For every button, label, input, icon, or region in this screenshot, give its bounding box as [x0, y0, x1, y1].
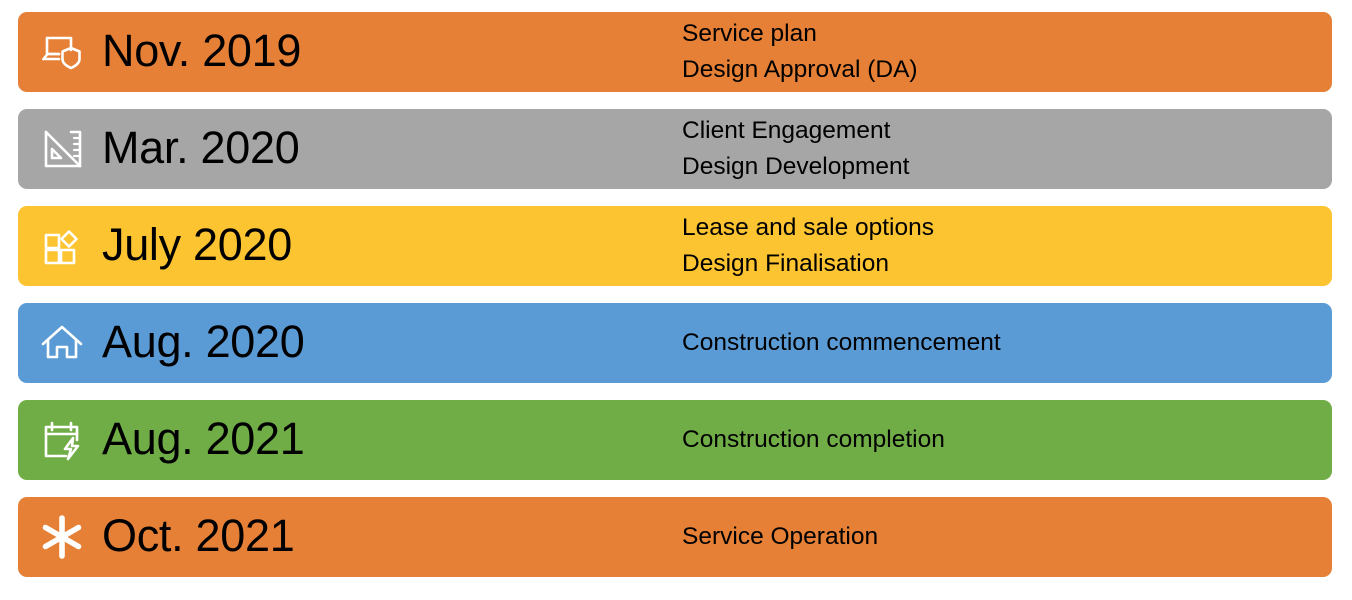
timeline-date: Oct. 2021: [102, 510, 295, 561]
timeline-description: Lease and sale options Design Finalisati…: [682, 210, 1332, 282]
tiles-grid-icon: [18, 225, 102, 267]
timeline-row[interactable]: Mar. 2020 Client Engagement Design Devel…: [18, 109, 1332, 189]
timeline-description: Construction commencement: [682, 325, 1332, 361]
calendar-bolt-icon: [18, 418, 102, 462]
timeline-description-line: Service plan: [682, 20, 817, 48]
timeline-description-line: Design Approval (DA): [682, 56, 918, 83]
timeline-description: Service plan Design Approval (DA): [682, 16, 1332, 88]
timeline-description-line: Service Operation: [682, 523, 879, 551]
timeline-description-line: Design Development: [682, 153, 910, 180]
timeline-description-line: Client Engagement: [682, 117, 891, 145]
timeline-description-line: Construction completion: [682, 426, 945, 454]
timeline-description: Construction completion: [682, 422, 1332, 458]
timeline-row[interactable]: Oct. 2021 Service Operation: [18, 497, 1332, 577]
timeline-description-line: Design Finalisation: [682, 250, 889, 277]
ruler-set-square-icon: [18, 128, 102, 170]
timeline-row[interactable]: Nov. 2019 Service plan Design Approval (…: [18, 12, 1332, 92]
timeline-date: Aug. 2021: [102, 413, 305, 464]
timeline-date: July 2020: [102, 219, 292, 270]
timeline-date: Mar. 2020: [102, 122, 300, 173]
timeline-row[interactable]: Aug. 2021 Construction completion: [18, 400, 1332, 480]
house-icon: [18, 323, 102, 363]
laptop-shield-icon: [18, 32, 102, 72]
timeline-description-line: Construction commencement: [682, 329, 1001, 357]
timeline-description: Client Engagement Design Development: [682, 113, 1332, 185]
timeline-description-line: Lease and sale options: [682, 214, 934, 242]
asterisk-star-icon: [18, 515, 102, 559]
timeline-date: Nov. 2019: [102, 25, 302, 76]
timeline-date: Aug. 2020: [102, 316, 305, 367]
timeline-row[interactable]: Aug. 2020 Construction commencement: [18, 303, 1332, 383]
timeline-description: Service Operation: [682, 519, 1332, 555]
timeline-row[interactable]: July 2020 Lease and sale options Design …: [18, 206, 1332, 286]
